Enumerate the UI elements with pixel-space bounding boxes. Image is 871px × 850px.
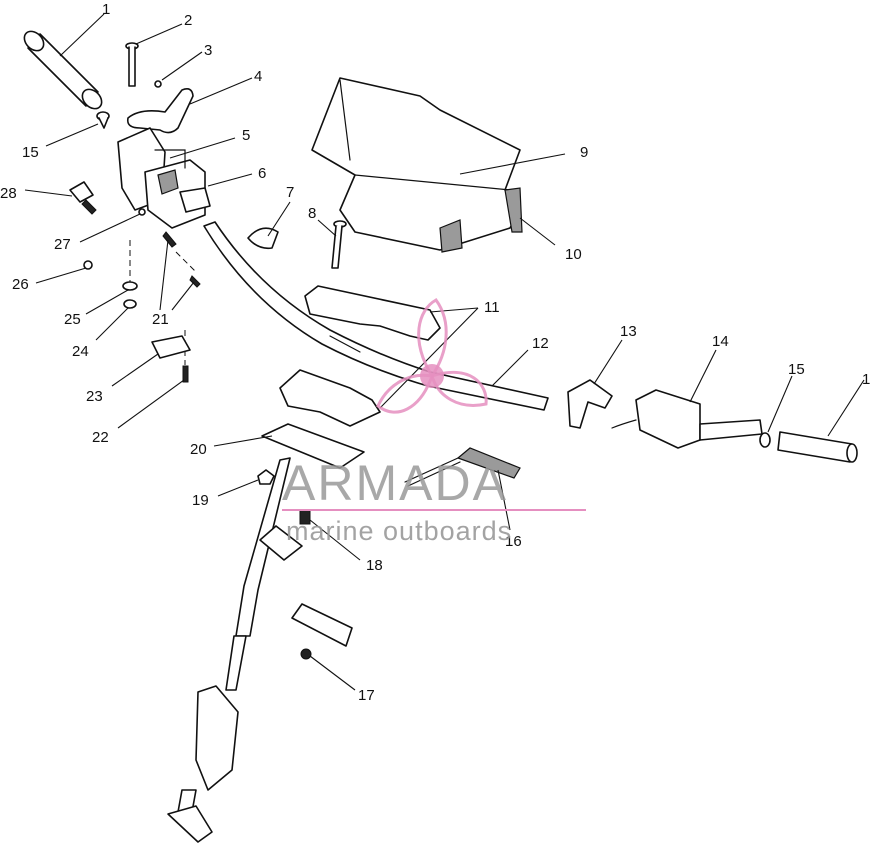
callout-11: 11 [484, 299, 500, 316]
callout-3: 3 [204, 42, 212, 59]
instrument-pod [311, 77, 523, 253]
callout-24: 24 [72, 343, 89, 360]
spring-cable [404, 447, 521, 487]
callout-7: 7 [286, 184, 294, 201]
bolt [331, 220, 347, 269]
callout-15-left: 15 [22, 144, 39, 161]
callout-13: 13 [620, 323, 637, 340]
callout-19: 19 [192, 492, 209, 509]
watermark: ARMADA marine outboards [282, 298, 586, 546]
screw-left [96, 111, 110, 129]
steering-column [167, 457, 303, 843]
nut-27 [138, 208, 146, 216]
screw-22 [182, 365, 189, 383]
callout-16: 16 [505, 533, 522, 550]
throttle-lever [126, 88, 194, 134]
switch-housing [611, 389, 763, 449]
callout-28: 28 [0, 185, 17, 202]
screw-right [759, 432, 771, 448]
leader-lines [24, 13, 865, 691]
callout-2: 2 [184, 12, 192, 29]
clamp [69, 181, 97, 215]
tube [291, 603, 353, 647]
callout-21: 21 [152, 311, 169, 328]
callout-1-right: 1 [862, 371, 870, 388]
callout-23: 23 [86, 388, 103, 405]
callout-20: 20 [190, 441, 207, 458]
screw-21a [162, 231, 177, 248]
mounting-plate [261, 423, 365, 469]
callout-6: 6 [258, 165, 266, 182]
upper-clamp [304, 285, 441, 341]
callout-4: 4 [254, 68, 262, 85]
callout-22: 22 [92, 429, 109, 446]
lower-clamp [279, 369, 381, 427]
callout-10: 10 [565, 246, 582, 263]
callout-8: 8 [308, 205, 316, 222]
callout-9: 9 [580, 144, 588, 161]
callout-12: 12 [532, 335, 549, 352]
throttle-housing [117, 127, 211, 229]
callout-18: 18 [366, 557, 383, 574]
washer-25 [122, 281, 138, 291]
cover-plate [151, 335, 191, 359]
parts-drawing [23, 30, 858, 843]
callout-5: 5 [242, 127, 250, 144]
lever-bracket [567, 379, 613, 429]
nut-26 [83, 260, 93, 270]
cable-clip [247, 227, 279, 250]
watermark-tagline: marine outboards [286, 516, 512, 546]
screw-21b [189, 275, 201, 288]
left-grip [23, 30, 103, 110]
callout-15-right: 15 [788, 361, 805, 378]
watermark-brand: ARMADA [282, 455, 508, 511]
callout-25: 25 [64, 311, 81, 328]
propeller-logo [376, 298, 488, 414]
nut-17 [300, 648, 312, 660]
callout-27: 27 [54, 236, 71, 253]
clip [154, 80, 162, 88]
callout-26: 26 [12, 276, 29, 293]
callout-14: 14 [712, 333, 729, 350]
callout-1: 1 [102, 1, 110, 18]
handlebar [203, 221, 549, 411]
right-grip [777, 431, 858, 463]
callout-labels: 1 2 3 4 5 6 7 8 9 10 11 12 13 14 15 1 15… [0, 1, 870, 704]
nut-24 [123, 299, 137, 309]
callout-17: 17 [358, 687, 375, 704]
nut-19 [257, 469, 275, 485]
pin [125, 42, 139, 87]
